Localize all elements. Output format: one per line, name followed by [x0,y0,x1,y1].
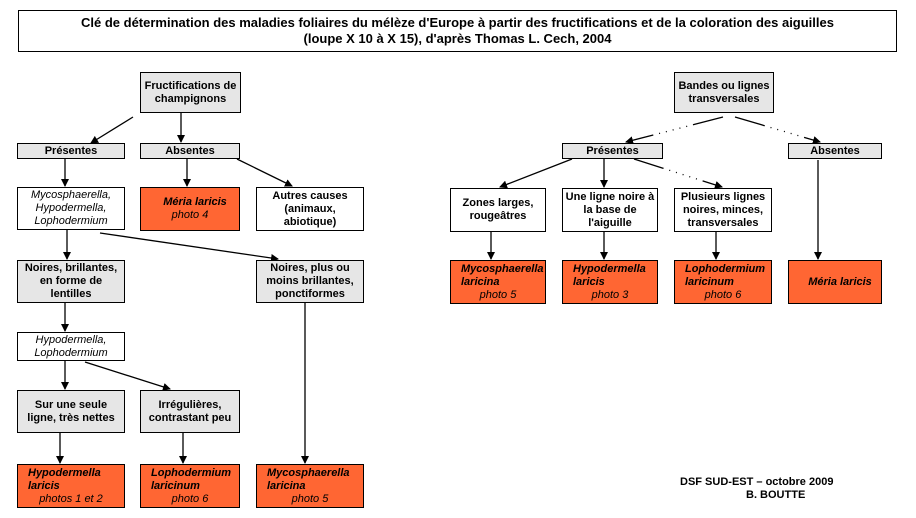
node-text: Sur une seule [34,398,108,411]
photo-reference: photo 5 [291,492,329,505]
node-text: Irrégulières, [158,398,222,411]
photo-reference: photos 1 et 2 [39,492,103,505]
photo-reference: photo 5 [479,288,517,301]
arrow [499,158,573,189]
node-text: (animaux, [284,202,336,215]
arrow [633,158,723,189]
node-text: champignons [154,92,227,105]
arrow [84,361,171,391]
species-name: Méria laricis [808,275,872,288]
photo-reference: photo 6 [171,492,209,505]
node-text: noires, minces, [682,203,764,216]
footer-credit: DSF SUD-EST – octobre 2009 [680,476,834,488]
photo-reference: photo 3 [591,288,629,301]
node-text: Noires, plus ou [270,262,350,274]
species-name: Hypodermella [573,262,646,275]
node-absentes-right: Absentes [788,143,882,159]
node-text: Lophodermium [34,346,108,359]
species-name: laricina [267,479,306,492]
node-text: moins brillantes, [266,275,354,287]
species-name: Mycosphaerella [267,466,350,479]
node-text: transversales [687,216,759,229]
title-line-1: Clé de détermination des maladies foliai… [81,15,834,30]
footer-author: B. BOUTTE [746,489,806,501]
node-autres-causes: Autres causes(animaux,abiotique) [256,187,364,231]
arrow [236,158,293,187]
species-name: Hypodermella [28,466,101,479]
node-presentes-left: Présentes [17,143,125,159]
node-text: ligne, très nettes [27,411,115,424]
photo-reference: photo 6 [704,288,742,301]
diagram-title: Clé de détermination des maladies foliai… [18,10,897,52]
species-name: Méria laricis [163,196,227,208]
node-absentes-left: Absentes [140,143,240,159]
node-text: Présentes [44,144,98,157]
node-text: Mycosphaerella, [30,189,112,201]
arrow [99,232,279,262]
node-text: contrastant peu [148,411,232,424]
node-text: Une ligne noire à [565,190,655,203]
species-name: Lophodermium [151,466,232,479]
arrow [90,116,134,144]
species-name: Mycosphaerella [461,262,544,275]
species-name: laricinum [151,479,200,492]
node-text: Zones larges, [462,197,534,209]
node-text: ponctiformes [275,288,345,300]
node-zones-larges: Zones larges,rougeâtres [450,188,546,232]
node-text: Noires, brillantes, [24,262,118,274]
title-line-2: (loupe X 10 à X 15), d'après Thomas L. C… [303,31,612,46]
species-name: laricis [28,479,60,492]
species-name: laricinum [685,275,734,288]
node-irregulieres: Irrégulières,contrastant peu [140,390,240,433]
node-text: Bandes ou lignes [678,79,770,92]
node-genera-two: Hypodermella,Lophodermium [17,332,125,361]
node-text: en forme de [39,275,103,287]
arrow [734,116,821,144]
node-meria-right: Méria laricis [788,260,882,304]
node-text: Plusieurs lignes [680,190,766,203]
node-text: Hypodermella, [35,333,107,346]
node-text: l'aiguille [588,216,632,229]
species-name: Lophodermium [685,262,766,275]
node-presentes-right: Présentes [562,143,663,159]
node-text: Hypodermella, [35,202,107,214]
photo-reference: photo 4 [171,209,209,221]
node-text: Absentes [165,144,215,157]
node-genera-three: Mycosphaerella,Hypodermella,Lophodermium [17,187,125,230]
node-text: Fructifications de [144,79,237,92]
node-text: la base de [583,203,637,216]
species-name: laricis [573,275,605,288]
node-text: Lophodermium [34,215,108,227]
node-text: abiotique) [283,215,337,228]
node-text: Présentes [586,144,639,157]
species-name: laricina [461,275,500,288]
node-text: lentilles [50,288,92,300]
node-text: rougeâtres [469,210,527,222]
node-text: Absentes [810,144,860,157]
node-text: Autres causes [272,189,348,202]
arrow [625,116,724,145]
node-text: transversales [688,92,760,105]
